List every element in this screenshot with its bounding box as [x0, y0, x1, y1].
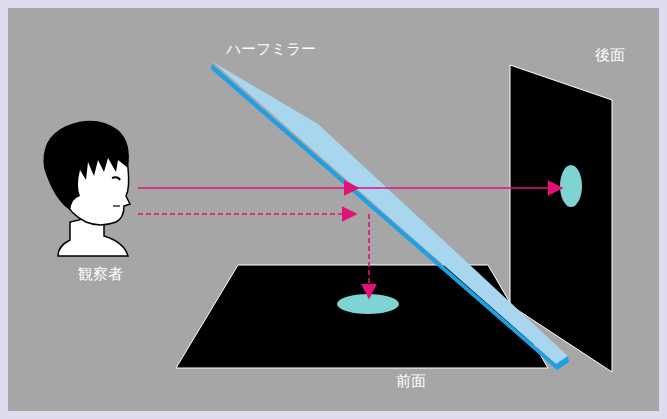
rear-spot — [560, 165, 582, 207]
label-anchor: 前面 — [396, 372, 426, 390]
front-spot — [337, 294, 399, 314]
front-screen — [176, 265, 548, 368]
light-rays — [138, 188, 562, 298]
half-mirror-edge — [556, 356, 569, 370]
label-anchor: ハーフミラー — [226, 40, 316, 58]
part-label: 後面 — [595, 46, 625, 64]
part-label: ハーフミラー — [226, 40, 316, 58]
label-anchor: 後面 — [595, 46, 625, 64]
background — [8, 8, 659, 411]
part-label: 前面 — [396, 372, 426, 390]
observer-figure — [43, 121, 130, 256]
half-mirror-edge — [211, 64, 557, 370]
label-anchor: 観察者 — [78, 265, 123, 283]
part-label: 観察者 — [78, 265, 123, 283]
half-mirror — [213, 62, 568, 364]
